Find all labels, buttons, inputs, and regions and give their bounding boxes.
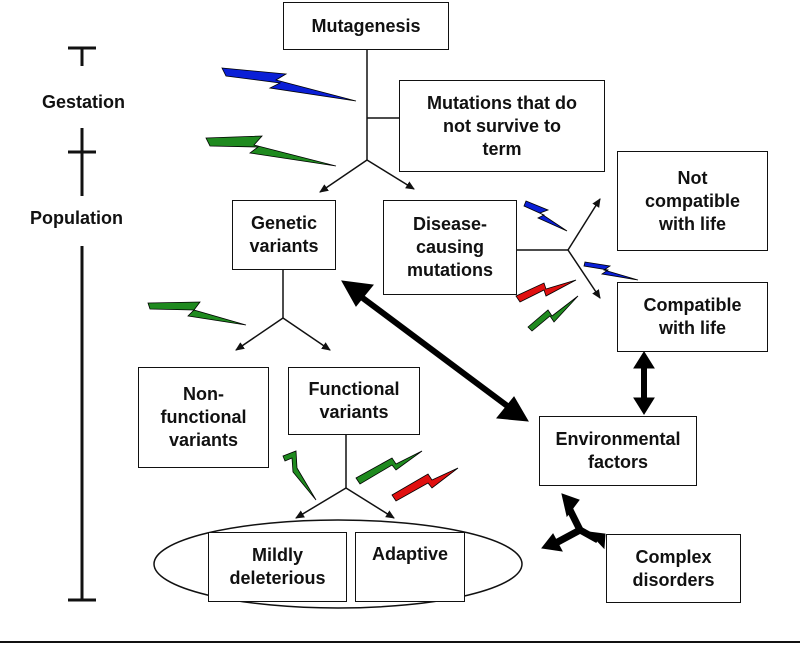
green-bolt-genetic (147, 301, 247, 326)
compatible-box: Compatible with life (617, 282, 768, 352)
complex-disorders-box: Complex disorders (606, 534, 741, 603)
blue-bolt-large (221, 67, 357, 102)
compatible-environment-double-arrow (633, 351, 655, 415)
genetic-environment-double-arrow (341, 280, 529, 422)
mutagenesis-connectors (319, 50, 415, 193)
disease-causing-box: Disease- causing mutations (383, 200, 517, 295)
green-bolt-disease (527, 295, 579, 332)
mildly-deleterious-box: Mildly deleterious (208, 532, 347, 602)
green-bolt-functional-right (355, 450, 423, 485)
blue-bolt-disease (523, 200, 568, 232)
red-bolt-disease (515, 279, 577, 303)
blue-bolt-compatible (583, 261, 639, 281)
mutagenesis-box: Mutagenesis (283, 2, 449, 50)
gestation-label: Gestation (42, 92, 126, 112)
outcome-ellipse (153, 519, 523, 609)
functional-connectors (295, 435, 395, 519)
timeline-bar (68, 46, 96, 602)
genetic-connectors (235, 270, 331, 351)
non-functional-box: Non- functional variants (138, 367, 269, 468)
not-compatible-box: Not compatible with life (617, 151, 768, 251)
population-label: Population (30, 208, 123, 228)
adaptive-box: Adaptive (355, 532, 465, 602)
environmental-factors-box: Environmental factors (539, 416, 697, 486)
no-survive-box: Mutations that do not survive to term (399, 80, 605, 172)
green-bolt-functional-left (282, 450, 317, 501)
genetic-variants-box: Genetic variants (232, 200, 336, 270)
disease-connectors (517, 198, 601, 299)
functional-variants-box: Functional variants (288, 367, 420, 435)
complex-three-way-arrow (541, 493, 606, 552)
green-bolt-large (205, 135, 337, 167)
red-bolt-functional (391, 467, 459, 502)
